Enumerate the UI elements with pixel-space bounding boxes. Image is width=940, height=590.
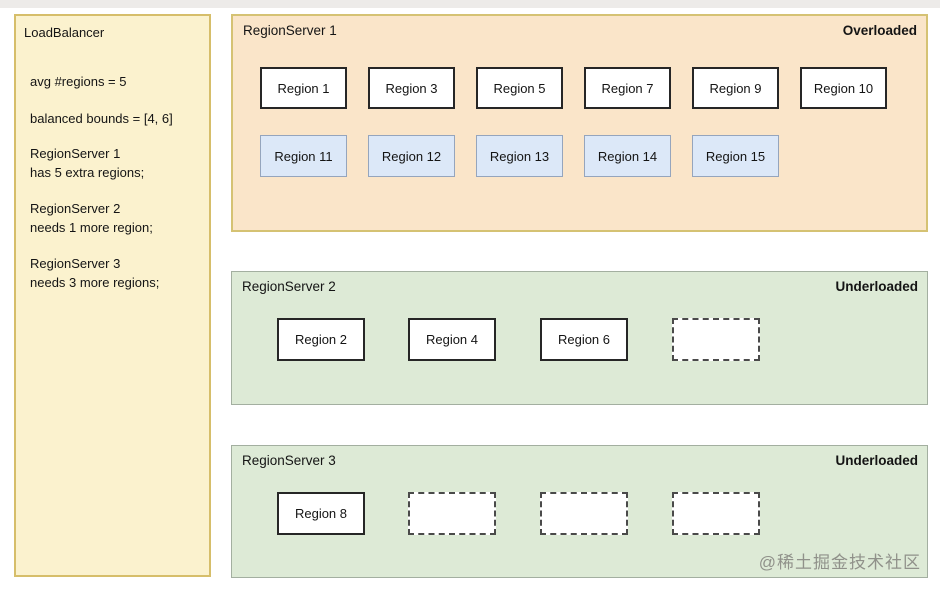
region-box-9: Region 9 xyxy=(692,67,779,109)
empty-region-slot xyxy=(408,492,496,535)
regionserver-2-status: Underloaded xyxy=(835,279,918,294)
lb-note-server-1-detail: has 5 extra regions; xyxy=(30,165,145,180)
lb-note-server-2: RegionServer 2 xyxy=(30,201,121,216)
region-box-15: Region 15 xyxy=(692,135,779,177)
lb-note-server-1: RegionServer 1 xyxy=(30,146,121,161)
regionserver-1-name: RegionServer 1 xyxy=(243,23,337,38)
regionserver-1-status: Overloaded xyxy=(842,23,917,38)
region-box-7: Region 7 xyxy=(584,67,671,109)
top-gray-band xyxy=(0,0,940,8)
regionserver-2-name: RegionServer 2 xyxy=(242,279,336,294)
region-box-10: Region 10 xyxy=(800,67,887,109)
lb-note-server-2-detail: needs 1 more region; xyxy=(30,220,153,235)
lb-fact-avg-regions: avg #regions = 5 xyxy=(30,74,127,89)
region-box-5: Region 5 xyxy=(476,67,563,109)
lb-note-server-3: RegionServer 3 xyxy=(30,256,121,271)
region-box-2: Region 2 xyxy=(277,318,365,361)
region-box-8: Region 8 xyxy=(277,492,365,535)
lb-note-server-3-detail: needs 3 more regions; xyxy=(30,275,160,290)
region-box-4: Region 4 xyxy=(408,318,496,361)
region-box-12: Region 12 xyxy=(368,135,455,177)
lb-fact-balanced-bounds: balanced bounds = [4, 6] xyxy=(30,111,173,126)
region-box-11: Region 11 xyxy=(260,135,347,177)
regionserver-1-panel: RegionServer 1 Overloaded Region 1 Regio… xyxy=(231,14,928,232)
region-box-13: Region 13 xyxy=(476,135,563,177)
regionserver-2-panel: RegionServer 2 Underloaded Region 2 Regi… xyxy=(231,271,928,405)
regionserver-3-panel: RegionServer 3 Underloaded Region 8 @稀土掘… xyxy=(231,445,928,578)
load-balancer-title: LoadBalancer xyxy=(24,25,105,40)
region-box-14: Region 14 xyxy=(584,135,671,177)
empty-region-slot xyxy=(672,492,760,535)
load-balancer-panel: LoadBalancer avg #regions = 5 balanced b… xyxy=(14,14,211,577)
region-box-6: Region 6 xyxy=(540,318,628,361)
watermark-text: @稀土掘金技术社区 xyxy=(758,553,921,572)
regionserver-3-status: Underloaded xyxy=(835,453,918,468)
regionserver-3-name: RegionServer 3 xyxy=(242,453,336,468)
empty-region-slot xyxy=(672,318,760,361)
region-box-3: Region 3 xyxy=(368,67,455,109)
region-box-1: Region 1 xyxy=(260,67,347,109)
empty-region-slot xyxy=(540,492,628,535)
